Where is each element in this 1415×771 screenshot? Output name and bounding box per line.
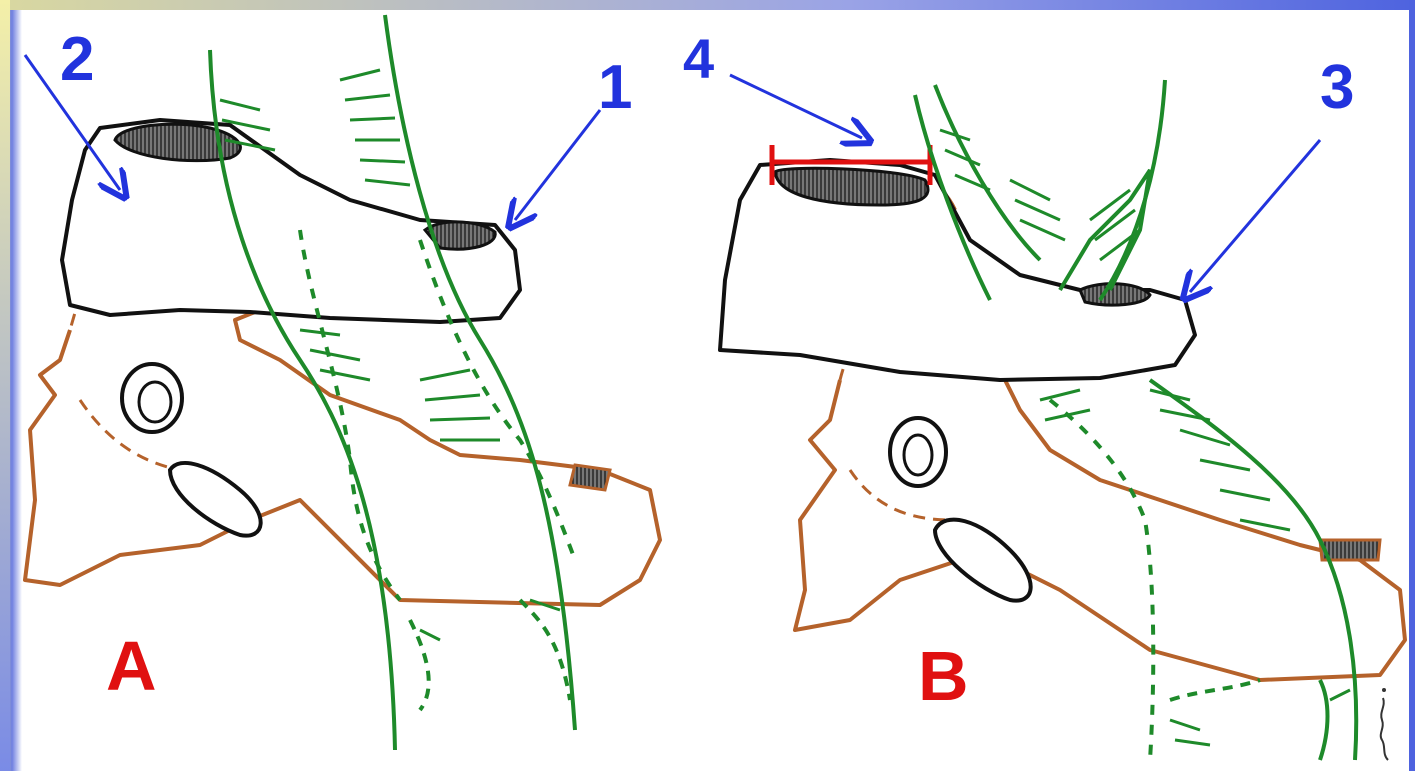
- panel-label-a: A: [106, 627, 157, 705]
- plant-a: [210, 15, 575, 750]
- hole-a-slit: [570, 465, 610, 490]
- label-4: 4: [683, 27, 714, 90]
- panel-b: [720, 80, 1405, 760]
- plant-b-hatching: [940, 130, 1350, 745]
- panel-label-b: B: [918, 637, 969, 715]
- hole-b-side: [1080, 284, 1150, 305]
- hole-a-round-inner: [139, 382, 171, 422]
- arrow-3: [1190, 140, 1320, 292]
- hole-a-slot: [170, 463, 261, 536]
- arrow-1: [515, 110, 600, 220]
- label-1: 1: [598, 53, 632, 122]
- brown-rock-a: [25, 310, 660, 605]
- hole-b-slot: [935, 520, 1031, 601]
- label-2: 2: [60, 25, 94, 94]
- arrow-4: [730, 75, 862, 138]
- hole-b-round-inner: [904, 435, 932, 475]
- plant-b: [915, 80, 1356, 760]
- label-3: 3: [1320, 53, 1354, 122]
- artist-signature: [1381, 688, 1388, 760]
